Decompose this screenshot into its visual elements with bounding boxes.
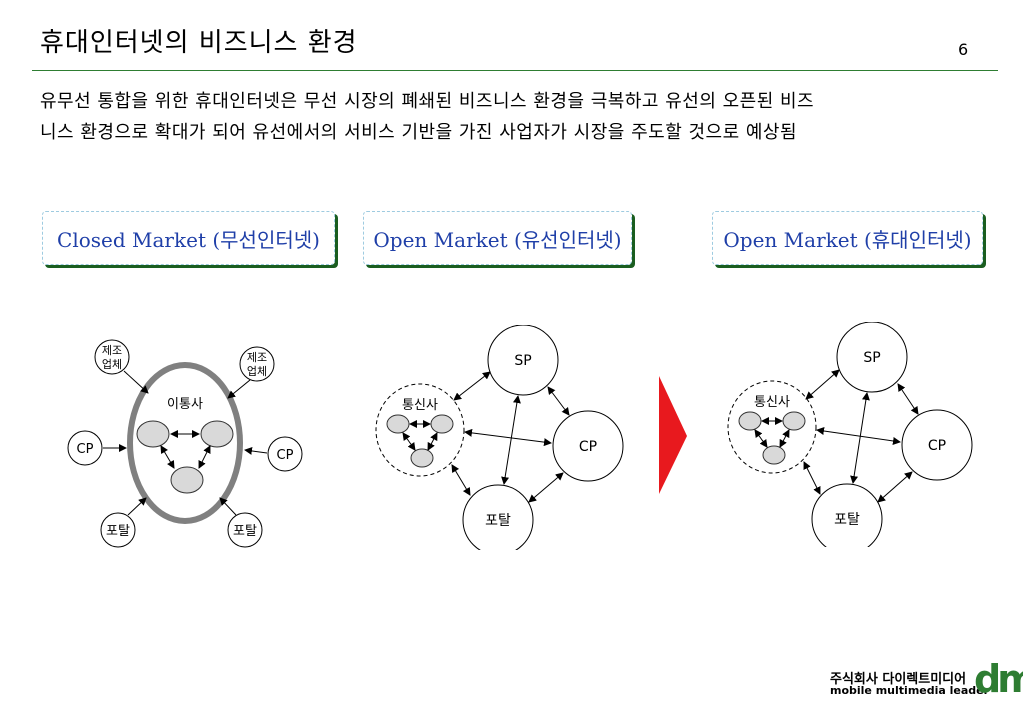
summary-paragraph: 유무선 통합을 위한 휴대인터넷은 무선 시장의 폐쇄된 비즈니스 환경을 극복… (40, 86, 990, 148)
red-chevron-arrow-icon (659, 376, 687, 494)
manufacturer-left-node (94, 339, 130, 375)
svg-text:CP: CP (579, 439, 597, 455)
summary-line-1: 유무선 통합을 위한 휴대인터넷은 무선 시장의 폐쇄된 비즈니스 환경을 극복… (40, 91, 815, 112)
svg-text:CP: CP (77, 442, 94, 457)
open-market-portable-diagram: 통신사 SP CP 포탈 (727, 322, 973, 547)
mobile-operator-ring (127, 362, 243, 524)
sp-node (836, 322, 908, 393)
closed-market-diagram: 이통사 제조 업체 제조 업체 CP CP 포탈 포탈 (67, 339, 303, 548)
svg-text:CP: CP (277, 448, 294, 463)
svg-text:CP: CP (928, 438, 946, 454)
closed-market-label: Closed Market (무선인터넷) (42, 211, 335, 265)
portal-node (462, 484, 534, 550)
mobile-operator-label: 이통사 (167, 397, 203, 412)
cp-node (552, 410, 624, 482)
title-divider (32, 70, 998, 71)
telco-label: 통신사 (402, 398, 438, 413)
telco-label: 통신사 (754, 395, 790, 410)
cp-right-node (267, 436, 303, 472)
telco-group (375, 383, 465, 477)
inner-node-right (200, 420, 234, 448)
open-market-portable-label: Open Market (휴대인터넷) (712, 211, 983, 265)
portal-node (811, 483, 883, 547)
open-market-wired-label: Open Market (유선인터넷) (363, 211, 632, 265)
portal-left-node (100, 512, 136, 548)
svg-text:업체: 업체 (247, 365, 267, 378)
svg-text:제조: 제조 (247, 351, 267, 364)
svg-text:포탈: 포탈 (233, 524, 257, 539)
telco-group (727, 380, 817, 474)
page-number: 6 (958, 40, 969, 59)
open-market-wired-diagram: 통신사 SP CP 포탈 (375, 325, 624, 550)
dm-logo: dm (974, 657, 1023, 701)
sp-node (487, 325, 559, 396)
svg-text:포탈: 포탈 (106, 524, 130, 539)
summary-line-2: 니스 환경으로 확대가 되어 유선에서의 서비스 기반을 가진 사업자가 시장을… (40, 122, 798, 143)
cp-left-node (67, 430, 103, 466)
inner-node-bottom (170, 466, 204, 494)
svg-text:SP: SP (514, 353, 531, 369)
svg-text:업체: 업체 (102, 358, 122, 371)
svg-text:포탈: 포탈 (485, 513, 511, 529)
svg-text:제조: 제조 (102, 344, 122, 357)
company-name: 주식회사 다이렉트미디어 (830, 672, 967, 687)
svg-text:SP: SP (863, 350, 880, 366)
manufacturer-right-node (239, 346, 275, 382)
portal-right-node (227, 512, 263, 548)
page-title: 휴대인터넷의 비즈니스 환경 (40, 28, 358, 58)
inner-node-left (136, 420, 170, 448)
cp-node (901, 409, 973, 481)
company-tagline: mobile multimedia leader (830, 684, 990, 697)
svg-text:포탈: 포탈 (834, 512, 860, 528)
